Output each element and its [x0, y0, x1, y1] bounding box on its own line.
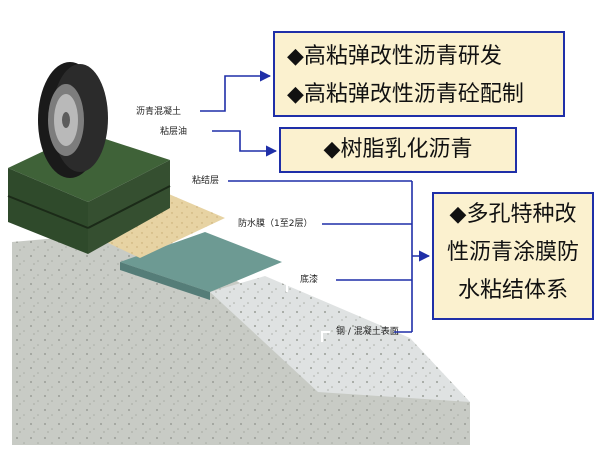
waterproof-layer	[120, 232, 282, 300]
callout-emulsified-asphalt-line1: ◆树脂乳化沥青	[323, 137, 473, 162]
label-deck-surface: 钢 / 混凝土表面	[336, 325, 399, 337]
callout-asphalt-rd-line1: ◆高粘弹改性沥青研发	[287, 44, 502, 69]
label-bond-layer: 粘结层	[192, 174, 219, 186]
tire-icon	[38, 62, 108, 178]
label-base-coat: 底漆	[300, 273, 318, 285]
callout-asphalt-rd: ◆高粘弹改性沥青研发 ◆高粘弹改性沥青砼配制	[273, 31, 565, 117]
label-tack-coat: 粘层油	[160, 125, 187, 137]
label-waterproof-layer: 防水膜（1至2层）	[238, 217, 312, 229]
connector-tack-coat	[212, 130, 278, 157]
base-coat-layer	[210, 276, 470, 402]
callout-asphalt-rd-line2: ◆高粘弹改性沥青砼配制	[287, 82, 524, 107]
callout-waterproof-system-line2: 性沥青涂膜防	[446, 240, 579, 265]
callout-waterproof-system-line3: 水粘结体系	[457, 278, 568, 303]
connector-asphalt	[200, 70, 272, 112]
label-pointers	[123, 111, 330, 342]
connector-lines	[200, 70, 431, 333]
callout-waterproof-system: ◆多孔特种改 性沥青涂膜防 水粘结体系	[432, 192, 594, 320]
label-asphalt-concrete: 沥青混凝土	[136, 105, 181, 117]
callout-waterproof-system-line1: ◆多孔特种改	[449, 202, 577, 227]
callout-emulsified-asphalt: ◆树脂乳化沥青	[279, 127, 517, 173]
